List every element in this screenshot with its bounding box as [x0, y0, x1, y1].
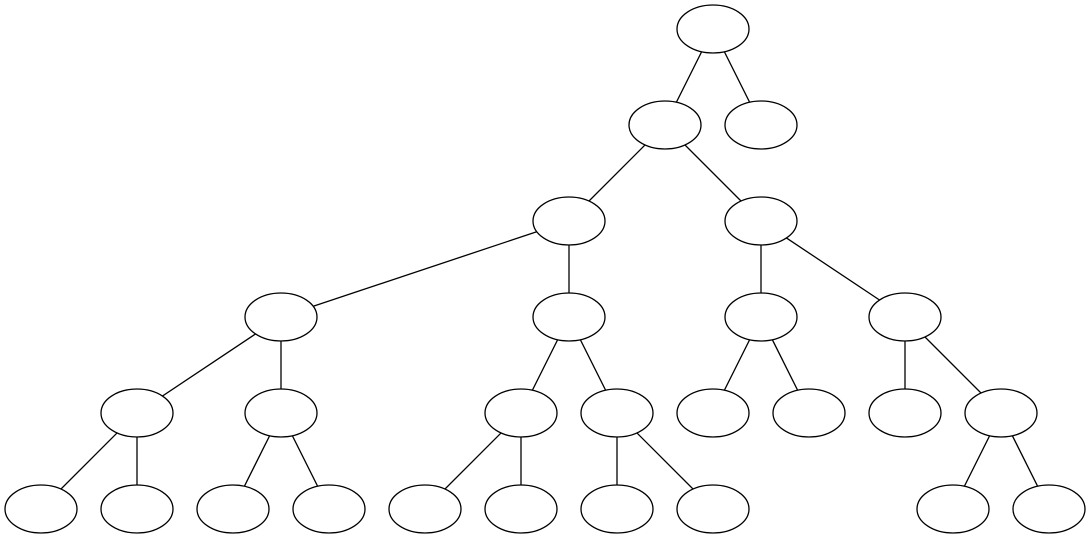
tree-node — [580, 484, 654, 534]
tree-node — [244, 388, 318, 438]
tree-node — [628, 100, 702, 150]
tree-node — [196, 484, 270, 534]
tree-node — [100, 388, 174, 438]
nodes-layer — [4, 4, 1086, 534]
tree-node — [868, 388, 942, 438]
tree-node — [532, 196, 606, 246]
tree-edge — [280, 220, 570, 318]
tree-node — [916, 484, 990, 534]
tree-node — [676, 388, 750, 438]
tree-node — [964, 388, 1038, 438]
tree-node — [484, 388, 558, 438]
tree-node — [724, 196, 798, 246]
tree-node — [388, 484, 462, 534]
tree-node — [532, 292, 606, 342]
tree-node — [724, 292, 798, 342]
tree-node — [676, 484, 750, 534]
tree-node — [676, 4, 750, 54]
tree-node — [868, 292, 942, 342]
tree-node — [244, 292, 318, 342]
tree-node — [772, 388, 846, 438]
tree-node — [4, 484, 78, 534]
tree-node — [484, 484, 558, 534]
tree-node — [580, 388, 654, 438]
tree-node — [1012, 484, 1086, 534]
tree-node — [724, 100, 798, 150]
tree-node — [100, 484, 174, 534]
tree-node — [292, 484, 366, 534]
